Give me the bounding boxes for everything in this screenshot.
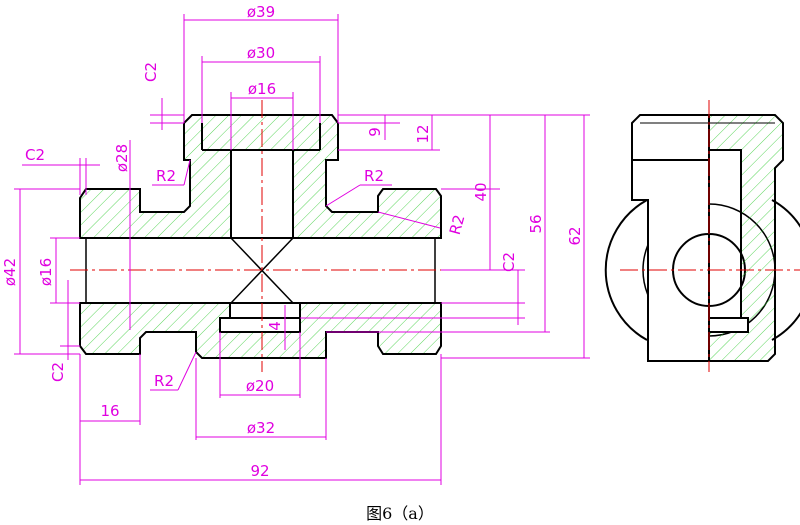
side-view bbox=[604, 100, 800, 372]
figure-caption: 图6（a） bbox=[366, 504, 434, 523]
dim-r2-c: R2 bbox=[446, 213, 469, 237]
dim-l16: 16 bbox=[100, 402, 119, 420]
dim-h12: 12 bbox=[414, 124, 432, 143]
dim-h9: 9 bbox=[366, 127, 384, 137]
dim-h40: 40 bbox=[472, 182, 490, 201]
dim-c2-right: C2 bbox=[500, 252, 518, 272]
dim-d42: ø42 bbox=[1, 258, 19, 286]
dim-h62: 62 bbox=[566, 226, 584, 245]
dim-r2-a: R2 bbox=[156, 167, 176, 185]
dim-r2-d: R2 bbox=[154, 372, 174, 390]
upper-wall-section bbox=[79, 114, 442, 239]
dim-d30: ø30 bbox=[247, 44, 275, 62]
dim-d20: ø20 bbox=[246, 377, 274, 395]
dim-c2-top: C2 bbox=[142, 62, 160, 82]
dim-d16-top: ø16 bbox=[248, 80, 276, 98]
dim-r2-b: R2 bbox=[364, 167, 384, 185]
dim-l92: 92 bbox=[250, 462, 269, 480]
dim-d39: ø39 bbox=[247, 3, 275, 21]
front-section-view bbox=[70, 100, 455, 372]
dim-d28: ø28 bbox=[113, 144, 131, 172]
dim-d32: ø32 bbox=[247, 419, 275, 437]
dim-c2-bottom: C2 bbox=[49, 362, 67, 382]
dim-c2-left: C2 bbox=[25, 146, 45, 164]
dim-h4: 4 bbox=[266, 321, 284, 331]
dim-h56: 56 bbox=[527, 214, 545, 233]
dim-d16-left: ø16 bbox=[37, 258, 55, 286]
dimension-lines bbox=[14, 14, 590, 485]
